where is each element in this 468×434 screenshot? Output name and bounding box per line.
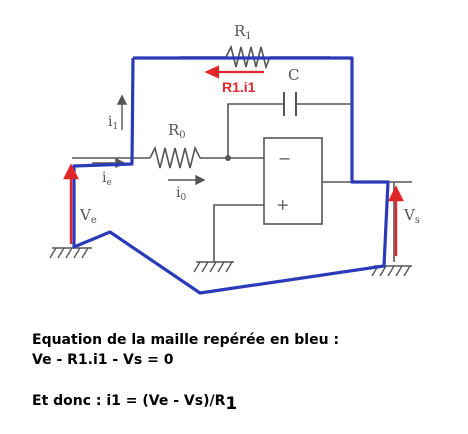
current-arrows — [92, 94, 206, 186]
junction-node — [225, 155, 231, 161]
arrow-r1i1 — [204, 65, 264, 79]
arrow-ve — [63, 163, 79, 244]
arrow-i0 — [168, 174, 206, 186]
circuit-diagram: − + R1 R0 C i1 ie i0 — [49, 22, 420, 295]
ground-left — [49, 247, 92, 259]
component-labels: R1 R0 C i1 ie i0 Ve Vs — [79, 22, 420, 226]
label-i1: i1 — [108, 114, 118, 132]
explanation-text: Equation de la maille repérée en bleu : … — [32, 330, 452, 414]
label-r1: R1 — [234, 22, 252, 42]
label-c: C — [288, 66, 299, 84]
current-result: Et donc : i1 = (Ve - Vs)/R1 — [32, 390, 452, 414]
op-amp-minus-label: − — [278, 149, 291, 168]
resistor-r0 — [149, 145, 201, 169]
current-result-subscript: 1 — [225, 394, 238, 414]
arrow-i1 — [116, 94, 128, 130]
op-amp: − + — [263, 137, 323, 225]
label-r0: R0 — [168, 121, 186, 141]
capacitor-c — [283, 92, 297, 116]
label-ie: ie — [102, 170, 112, 188]
ground-middle — [193, 261, 234, 273]
label-i0: i0 — [176, 185, 186, 203]
red-annotations: R1.i1 — [63, 65, 404, 256]
op-amp-plus-label: + — [276, 195, 289, 214]
mesh-title: Equation de la maille repérée en bleu : — [32, 332, 340, 348]
mesh-equation: Ve - R1.i1 - Vs = 0 — [32, 352, 174, 368]
label-r1i1: R1.i1 — [222, 79, 256, 95]
ground-symbols — [49, 247, 412, 277]
label-ve: Ve — [79, 206, 97, 226]
arrow-vs — [388, 185, 404, 256]
current-result-main: Et donc : i1 = (Ve - Vs)/R — [32, 393, 226, 409]
label-vs: Vs — [403, 206, 420, 226]
blue-mesh-loop — [72, 56, 390, 295]
